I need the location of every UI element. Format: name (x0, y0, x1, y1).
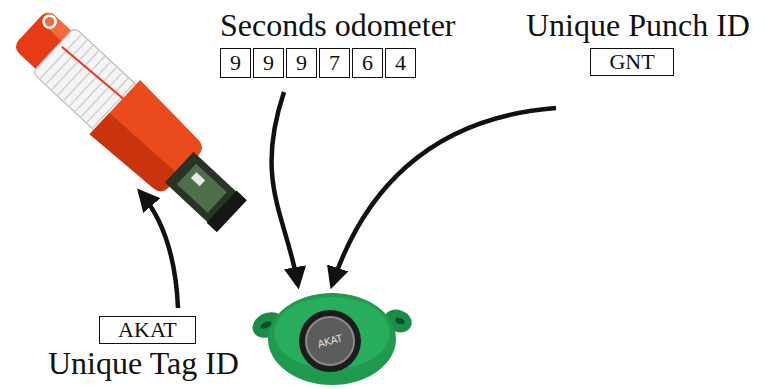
digit-text: 6 (362, 51, 373, 75)
id-code: GNT (609, 50, 654, 74)
punch-id-heading: Unique Punch ID (526, 8, 750, 42)
odometer-digit-box: 9 (253, 48, 284, 78)
tag-id-node: AKAT Unique Tag ID (48, 316, 239, 380)
odometer-group: Seconds odometer999764 (220, 8, 456, 78)
digit-text: 4 (395, 51, 406, 75)
punch-device (5, 1, 257, 243)
id-code: AKAT (118, 318, 177, 342)
punch-id-node: Unique Punch ID GNT (526, 8, 750, 76)
odometer-digit-box: 7 (319, 48, 350, 78)
digit-text: 9 (263, 51, 274, 75)
digit-text: 7 (329, 51, 340, 75)
tag-fob: AKAT (252, 283, 412, 387)
odometer-digit-box: 9 (286, 48, 317, 78)
id-box: GNT (590, 48, 673, 76)
odometer-heading: Seconds odometer (220, 8, 456, 42)
curved-arrow (272, 92, 298, 285)
digit-text: 9 (296, 51, 307, 75)
odometer-row: 999764 (220, 48, 418, 78)
tag-id-heading: Unique Tag ID (48, 346, 239, 380)
digit-text: 9 (230, 51, 241, 75)
curved-arrow (332, 108, 556, 285)
odometer-digit-box: 6 (352, 48, 383, 78)
odometer-digit-box: 9 (220, 48, 251, 78)
odometer-digit-box: 4 (385, 48, 416, 78)
id-box: AKAT (99, 316, 196, 344)
leader-arrow (140, 192, 178, 308)
